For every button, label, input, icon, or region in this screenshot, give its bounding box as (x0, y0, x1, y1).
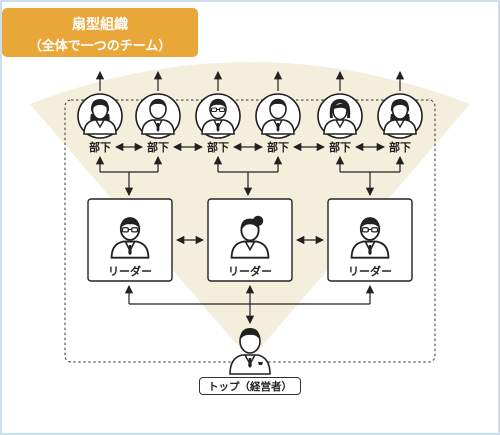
subordinate-2 (135, 93, 181, 139)
top-executive-label: トップ（経営者） (199, 377, 301, 395)
leader-1 (87, 198, 173, 282)
subordinate-label: 部下 (389, 141, 411, 154)
upward-arrows (95, 70, 405, 91)
diagram-title: 扇型組織 (72, 17, 128, 33)
subordinate-4 (255, 93, 301, 139)
subordinate-label: 部下 (207, 141, 229, 154)
subordinate-label: 部下 (89, 141, 111, 154)
leaders-to-top-links (124, 284, 375, 325)
leader-label: リーダー (348, 265, 392, 278)
leader-2 (207, 198, 293, 282)
subordinate-3 (195, 93, 241, 139)
pair-to-leader-links (95, 155, 405, 197)
leader-3 (327, 198, 413, 282)
subordinate-row (77, 93, 423, 139)
subordinate-1 (77, 93, 123, 139)
title-box: 扇型組織 （全体で一つのチーム） (2, 8, 198, 57)
subordinate-label: 部下 (267, 141, 289, 154)
subordinate-label: 部下 (329, 141, 351, 154)
leader-label: リーダー (108, 265, 152, 278)
pocket-square-icon (258, 362, 263, 365)
subordinate-5 (317, 93, 363, 139)
subordinate-label: 部下 (147, 141, 169, 154)
diagram-subtitle: （全体で一つのチーム） (28, 39, 172, 54)
subordinate-6 (377, 93, 423, 139)
top-executive (229, 328, 271, 375)
leader-label: リーダー (228, 265, 272, 278)
leader-row (87, 198, 413, 282)
